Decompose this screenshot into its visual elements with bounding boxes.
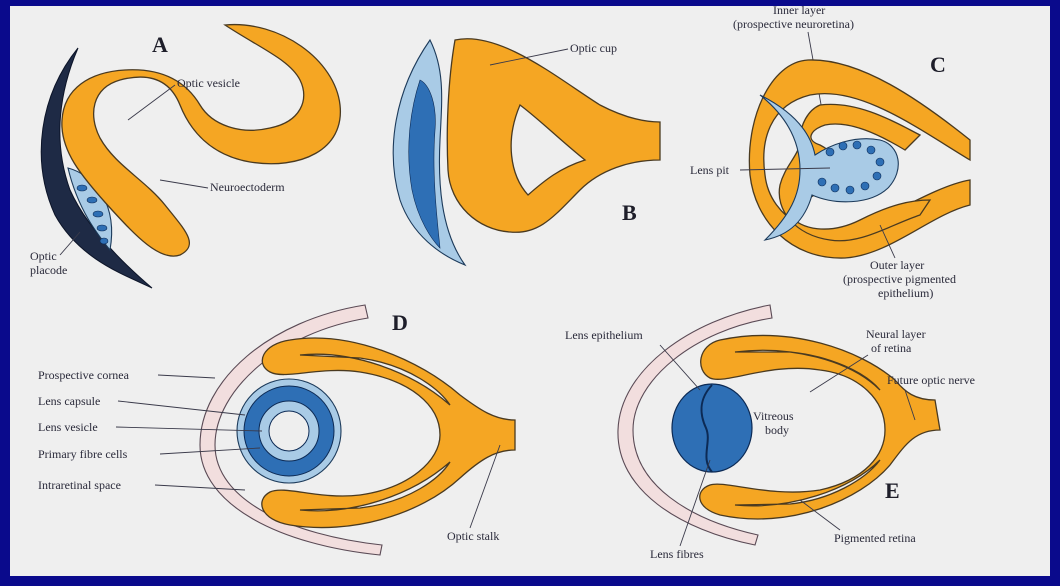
lens-cell bbox=[861, 182, 869, 190]
placode-cell bbox=[77, 185, 87, 191]
label-inner-layer-1: Inner layer bbox=[773, 3, 825, 17]
lens-cell bbox=[873, 172, 881, 180]
lens-e bbox=[672, 384, 752, 472]
label-optic-placode-1: Optic bbox=[30, 249, 57, 263]
panel-a-letter: A bbox=[152, 32, 168, 57]
label-vitreous-1: Vitreous bbox=[753, 409, 794, 423]
label-optic-vesicle: Optic vesicle bbox=[177, 76, 240, 90]
panel-c-letter: C bbox=[930, 52, 946, 77]
lens-cell bbox=[818, 178, 826, 186]
label-prospective-cornea: Prospective cornea bbox=[38, 368, 130, 382]
label-outer-layer-2: (prospective pigmented bbox=[843, 272, 956, 286]
lens-cell bbox=[846, 186, 854, 194]
label-outer-layer-3: epithelium) bbox=[878, 286, 933, 300]
label-vitreous-2: body bbox=[765, 423, 789, 437]
lens-cell bbox=[831, 184, 839, 192]
panel-d-letter: D bbox=[392, 310, 408, 335]
label-neuroectoderm: Neuroectoderm bbox=[210, 180, 285, 194]
label-neural-layer-2: of retina bbox=[871, 341, 912, 355]
label-optic-stalk: Optic stalk bbox=[447, 529, 499, 543]
panel-e-letter: E bbox=[885, 478, 900, 503]
placode-cell bbox=[97, 225, 107, 231]
label-optic-cup: Optic cup bbox=[570, 41, 617, 55]
label-lens-fibres: Lens fibres bbox=[650, 547, 704, 561]
label-primary-fibre-cells: Primary fibre cells bbox=[38, 447, 128, 461]
label-future-optic-nerve: Future optic nerve bbox=[887, 373, 975, 387]
lens-vesicle-lumen bbox=[269, 411, 309, 451]
placode-cell bbox=[100, 238, 108, 244]
lens-cell bbox=[876, 158, 884, 166]
label-lens-vesicle: Lens vesicle bbox=[38, 420, 98, 434]
label-outer-layer-1: Outer layer bbox=[870, 258, 924, 272]
label-lens-capsule: Lens capsule bbox=[38, 394, 100, 408]
placode-cell bbox=[87, 197, 97, 203]
lens-cell bbox=[826, 148, 834, 156]
label-intraretinal-space: Intraretinal space bbox=[38, 478, 121, 492]
label-inner-layer-2: (prospective neuroretina) bbox=[733, 17, 854, 31]
lens-cell bbox=[839, 142, 847, 150]
panel-b-letter: B bbox=[622, 200, 637, 225]
lens-cell bbox=[867, 146, 875, 154]
placode-cell bbox=[93, 211, 103, 217]
lens-cell bbox=[853, 141, 861, 149]
label-lens-epithelium: Lens epithelium bbox=[565, 328, 643, 342]
label-pigmented-retina: Pigmented retina bbox=[834, 531, 916, 545]
label-optic-placode-2: placode bbox=[30, 263, 67, 277]
label-lens-pit: Lens pit bbox=[690, 163, 730, 177]
label-neural-layer-1: Neural layer bbox=[866, 327, 926, 341]
